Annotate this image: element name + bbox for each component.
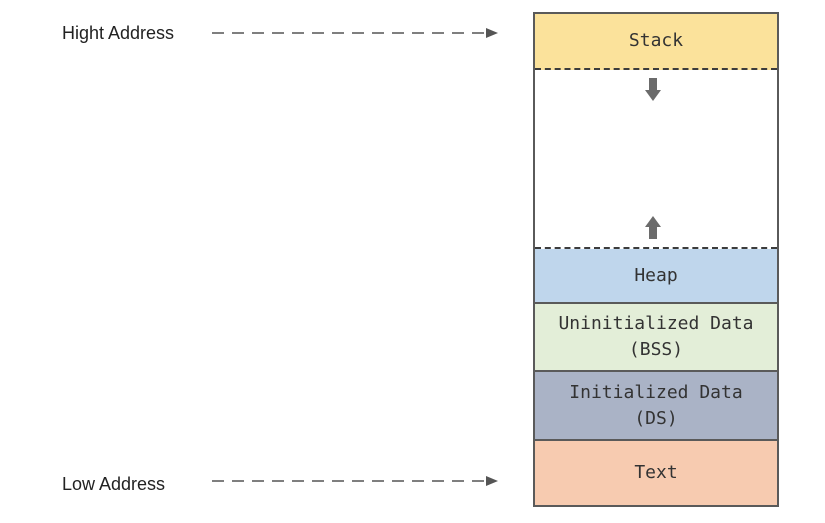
- arrow-up-icon: [645, 216, 661, 239]
- high-address-label: Hight Address: [62, 23, 175, 43]
- bss-segment: Uninitialized Data (BSS): [535, 304, 777, 372]
- free-memory-segment: [535, 70, 777, 249]
- stack-label: Stack: [628, 30, 684, 51]
- bss-label-line-2: (BSS): [628, 339, 684, 360]
- bss-label-line-1: Uninitialized Data: [558, 313, 754, 334]
- text-segment: Text: [535, 441, 777, 505]
- stack-segment: Stack: [535, 14, 777, 70]
- heap-segment: Heap: [535, 249, 777, 304]
- ds-label-line-1: Initialized Data: [569, 381, 743, 403]
- heap-label: Heap: [634, 264, 678, 286]
- high-address-arrow-icon: [212, 28, 498, 38]
- text-label: Text: [634, 462, 678, 483]
- low-address-label: Low Address: [62, 474, 166, 494]
- memory-layout: Stack Heap Uninitialized Data (BSS) Init…: [533, 12, 779, 507]
- low-address-arrow-icon: [212, 476, 498, 486]
- ds-label-line-2: (DS): [634, 407, 678, 429]
- arrow-down-icon: [645, 78, 661, 101]
- ds-segment: Initialized Data (DS): [535, 372, 777, 441]
